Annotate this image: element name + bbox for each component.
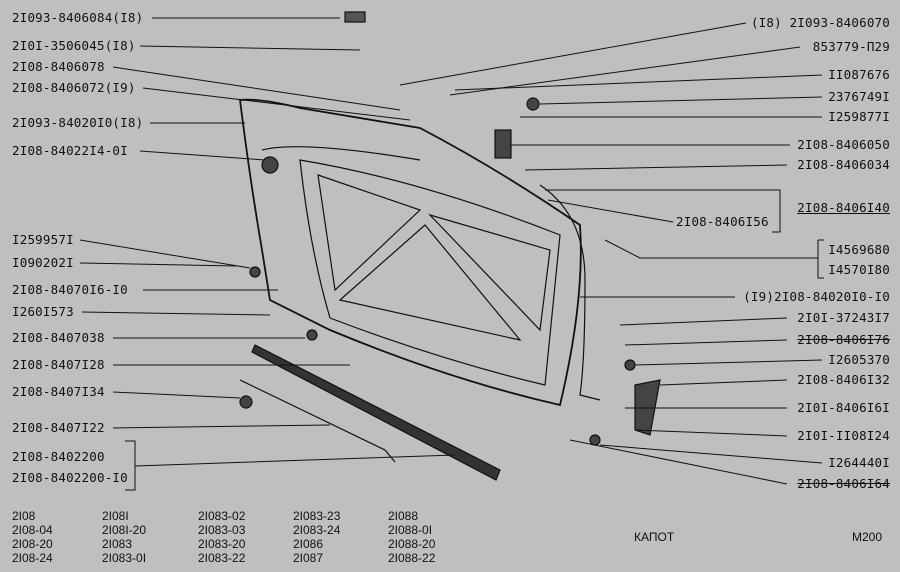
model-code: 2I083-03: [198, 523, 246, 537]
part-label: I259877I: [828, 109, 890, 124]
model-code: 2I088-22: [388, 551, 436, 565]
model-code: 2I08I-20: [102, 523, 147, 537]
model-code: 2I08I: [102, 509, 129, 523]
part-label: 2I08-84022I4-0I: [12, 143, 128, 158]
model-code: 2I088-0I: [388, 523, 433, 537]
model-code: 2I088-20: [388, 537, 436, 551]
part-label: I264440I: [828, 455, 890, 470]
part-label: I260I573: [12, 304, 74, 319]
part-label: 2I08-8407I22: [12, 420, 105, 435]
model-code: 2I08-20: [12, 537, 53, 551]
part-label: 2I08-8402200-I0: [12, 470, 128, 485]
part-label: 2I08-8406I76: [797, 332, 890, 347]
part-label: 2I08-8406I32: [797, 372, 890, 387]
assembly-label: 2I08-8406I40: [797, 200, 890, 215]
part-label: 2I08-84070I6-I0: [12, 282, 128, 297]
part-label: I4569680: [828, 242, 890, 257]
model-code: 2I086: [293, 537, 324, 551]
part-label: II087676: [828, 67, 890, 82]
part-label: 2I08-8407I34: [12, 384, 105, 399]
model-code: 2I083-02: [198, 509, 246, 523]
model-code: 2I087: [293, 551, 324, 565]
diagram-title: КАПОТ: [634, 530, 675, 544]
part-label: 2I08-8406034: [797, 157, 890, 172]
part-label: 2I093-84020I0(I8): [12, 115, 144, 130]
hood-panel: [238, 98, 582, 407]
part-label: 2376749I: [828, 89, 890, 104]
part-label: 2I0I-37243I7: [797, 310, 890, 325]
part-label: 2I08-8402200: [12, 449, 105, 464]
model-code: 2I083-20: [198, 537, 246, 551]
part-label: 2I08-8407038: [12, 330, 105, 345]
part-label: 2I08-8406072(I9): [12, 80, 136, 95]
part-label: (I9)2I08-84020I0-I0: [743, 289, 890, 304]
part-label: 2I0I-8406I6I: [797, 400, 890, 415]
support-rod: [239, 379, 396, 463]
seal-strip: [251, 344, 501, 481]
release-cable: [539, 184, 601, 401]
part-label: 2I0I-II08I24: [797, 428, 890, 443]
part-label: 2I08-8406I64: [797, 476, 890, 491]
part-label: 2I093-8406084(I8): [12, 10, 144, 25]
part-label: I259957I: [12, 232, 74, 247]
part-label: (I8) 2I093-8406070: [750, 15, 890, 30]
part-label: I2605370: [828, 352, 890, 367]
model-code: 2I08: [12, 509, 36, 523]
model-code: 2I083-23: [293, 509, 341, 523]
model-code: 2I088: [388, 509, 419, 523]
part-label: 2I08-8407I28: [12, 357, 105, 372]
part-label: 853779-П29: [812, 39, 890, 54]
model-code: 2I083: [102, 537, 133, 551]
model-code: 2I083-22: [198, 551, 246, 565]
part-label: I4570I80: [828, 262, 890, 277]
part-label: I090202I: [12, 255, 74, 270]
part-label: 2I0I-3506045(I8): [12, 38, 136, 53]
page-code: М200: [852, 530, 883, 544]
part-label: 2I08-8406078: [12, 59, 105, 74]
model-code: 2I08-24: [12, 551, 53, 565]
part-label: 2I08-8406050: [797, 137, 890, 152]
part-label: 2I08-8406I56: [676, 214, 769, 229]
model-code: 2I08-04: [12, 523, 53, 537]
model-code: 2I083-24: [293, 523, 341, 537]
model-code: 2I083-0I: [102, 551, 147, 565]
